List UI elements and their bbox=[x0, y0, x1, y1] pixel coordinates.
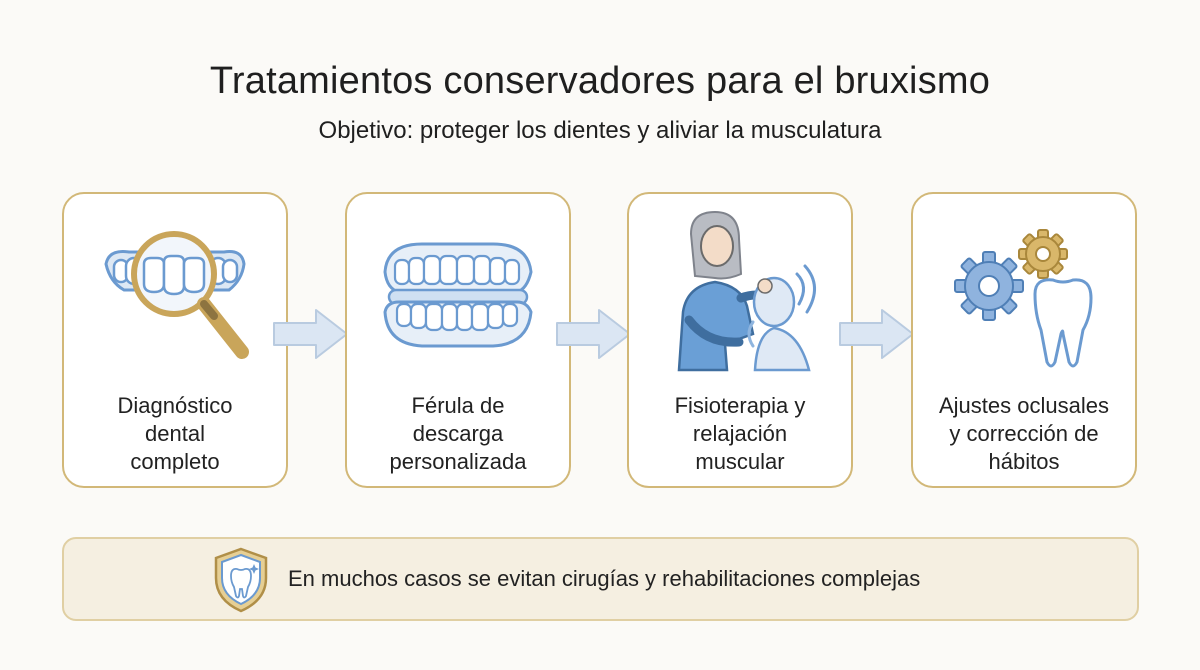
arrow-right-icon bbox=[556, 309, 631, 359]
step-card-splint: Férula de descarga personalizada bbox=[345, 192, 571, 488]
shield-tooth-icon bbox=[214, 547, 268, 613]
step-card-diagnosis: Diagnóstico dental completo bbox=[62, 192, 288, 488]
step-label-physio: Fisioterapia y relajación muscular bbox=[674, 393, 806, 474]
page-subtitle: Objetivo: proteger los dientes y aliviar… bbox=[318, 117, 882, 144]
page-title: Tratamientos conservadores para el bruxi… bbox=[209, 60, 991, 102]
gears-tooth-icon bbox=[954, 229, 1093, 368]
arrow-right-icon bbox=[839, 309, 914, 359]
magnifier-teeth-icon bbox=[104, 231, 249, 359]
step-card-occlusal: Ajustes oclusales y corrección de hábito… bbox=[911, 192, 1137, 488]
step-label-splint: Férula de descarga personalizada bbox=[389, 393, 527, 474]
step-label-occlusal: Ajustes oclusales y corrección de hábito… bbox=[939, 393, 1109, 474]
physiotherapy-icon bbox=[677, 210, 816, 372]
arrow-right-icon bbox=[273, 309, 348, 359]
step-label-diagnosis: Diagnóstico dental completo bbox=[117, 393, 233, 474]
step-card-physio: Fisioterapia y relajación muscular bbox=[627, 192, 853, 488]
dental-splint-icon bbox=[383, 242, 533, 348]
banner-text: En muchos casos se evitan cirugías y reh… bbox=[288, 566, 921, 591]
benefit-banner: En muchos casos se evitan cirugías y reh… bbox=[62, 537, 1139, 621]
